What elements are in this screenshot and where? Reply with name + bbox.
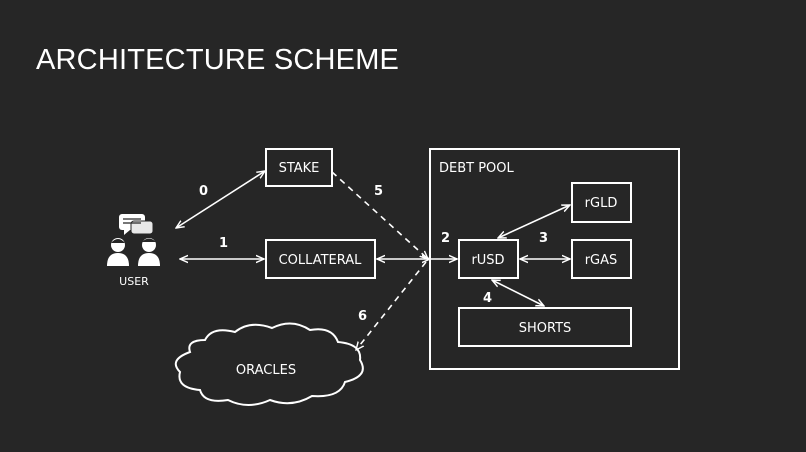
arrow-rusd-rgld	[498, 205, 570, 238]
step-6: 6	[358, 309, 367, 324]
stake-label: STAKE	[279, 161, 320, 176]
rgld-box	[571, 182, 632, 223]
arrow-debtpool-oracles	[356, 261, 427, 350]
arrow-rusd-shorts	[492, 280, 544, 306]
step-4: 4	[483, 291, 492, 306]
shorts-box	[458, 307, 632, 347]
rgas-label: rGAS	[585, 253, 618, 268]
step-2: 2	[441, 231, 450, 246]
user-label: USER	[119, 275, 149, 288]
oracles-label: ORACLES	[236, 363, 296, 378]
rusd-label: rUSD	[471, 253, 504, 268]
collateral-label: COLLATERAL	[279, 253, 363, 268]
shorts-label: SHORTS	[519, 321, 572, 336]
arrow-user-stake	[176, 171, 265, 228]
rgas-box	[571, 239, 632, 279]
stake-box	[265, 148, 333, 187]
debt-pool-label: DEBT POOL	[439, 161, 515, 176]
page-title: ARCHITECTURE SCHEME	[36, 44, 400, 76]
rusd-box	[458, 239, 519, 279]
user-icon	[107, 214, 160, 266]
collateral-box	[265, 239, 376, 279]
oracles-cloud	[174, 322, 364, 406]
rgld-label: rGLD	[585, 196, 618, 211]
step-0: 0	[199, 184, 208, 199]
step-5: 5	[374, 184, 383, 199]
step-3: 3	[539, 231, 548, 246]
step-1: 1	[219, 236, 228, 251]
